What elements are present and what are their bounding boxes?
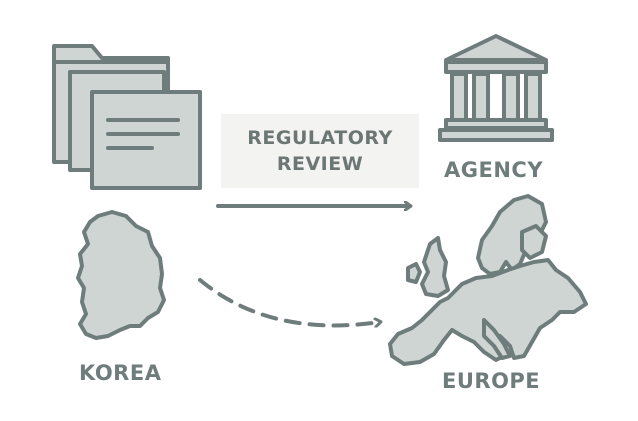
government-building-icon [438,34,554,142]
europe-label: EUROPE [442,369,541,393]
review-label-line2: REVIEW [276,153,364,175]
regulatory-review-panel: REGULATORY REVIEW [221,114,419,188]
europe-map-icon [388,194,588,366]
agency-label: AGENCY [444,158,544,182]
korea-to-europe-dashed-arrow [198,278,380,325]
korea-label: KOREA [79,361,162,385]
korea-map-icon [76,210,166,340]
review-label-line1: REGULATORY [247,127,393,149]
folder-documents-icon [52,44,202,190]
